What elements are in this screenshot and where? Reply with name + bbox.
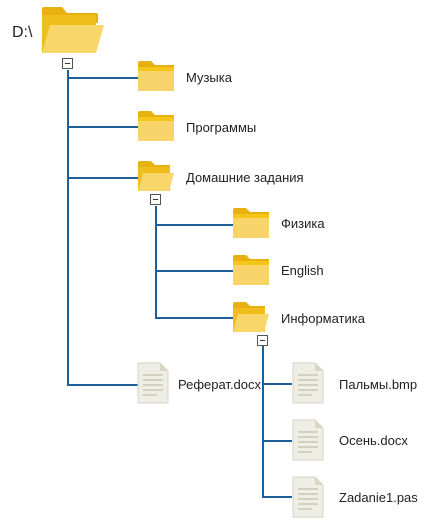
connector-palmy bbox=[262, 383, 292, 385]
file-label-referat[interactable]: Реферат.docx bbox=[178, 377, 262, 392]
folder-icon[interactable] bbox=[232, 254, 270, 286]
root-drive-label: D:\ bbox=[12, 24, 33, 41]
connector-english bbox=[155, 270, 233, 272]
connector-fizika bbox=[155, 224, 233, 226]
connector-programmy bbox=[67, 126, 138, 128]
folder-label-informatika[interactable]: Информатика bbox=[281, 311, 365, 326]
connector-referat bbox=[67, 384, 138, 386]
file-label-osen[interactable]: Осень.docx bbox=[339, 433, 408, 448]
connector-informatika bbox=[155, 317, 233, 319]
folder-label-english[interactable]: English bbox=[281, 263, 324, 278]
document-icon[interactable] bbox=[292, 419, 324, 461]
folder-icon[interactable] bbox=[137, 60, 175, 92]
file-label-palmy[interactable]: Пальмы.bmp bbox=[339, 377, 418, 392]
folder-label-muzyka[interactable]: Музыка bbox=[186, 70, 232, 85]
open-folder-icon[interactable] bbox=[137, 160, 175, 192]
folder-icon[interactable] bbox=[137, 110, 175, 142]
informatika-branch-line bbox=[262, 346, 264, 498]
root-collapse-toggle[interactable] bbox=[62, 58, 73, 69]
open-folder-icon[interactable] bbox=[232, 301, 270, 333]
connector-muzyka bbox=[67, 77, 138, 79]
folder-label-programmy[interactable]: Программы bbox=[186, 120, 257, 135]
root-branch-line bbox=[67, 70, 69, 386]
informatika-collapse-toggle[interactable] bbox=[257, 335, 268, 346]
folder-label-fizika[interactable]: Физика bbox=[281, 216, 325, 231]
folder-icon[interactable] bbox=[232, 207, 270, 239]
open-folder-icon[interactable] bbox=[40, 5, 106, 55]
folder-label-domashnie[interactable]: Домашние задания bbox=[186, 170, 304, 185]
document-icon[interactable] bbox=[292, 362, 324, 404]
document-icon[interactable] bbox=[292, 476, 324, 518]
domashnie-collapse-toggle[interactable] bbox=[150, 194, 161, 205]
connector-domashnie bbox=[67, 177, 138, 179]
domashnie-branch-line bbox=[155, 206, 157, 319]
file-label-zadanie[interactable]: Zadanie1.pas bbox=[339, 490, 418, 505]
document-icon[interactable] bbox=[137, 362, 169, 404]
connector-zadanie bbox=[262, 496, 292, 498]
connector-osen bbox=[262, 440, 292, 442]
